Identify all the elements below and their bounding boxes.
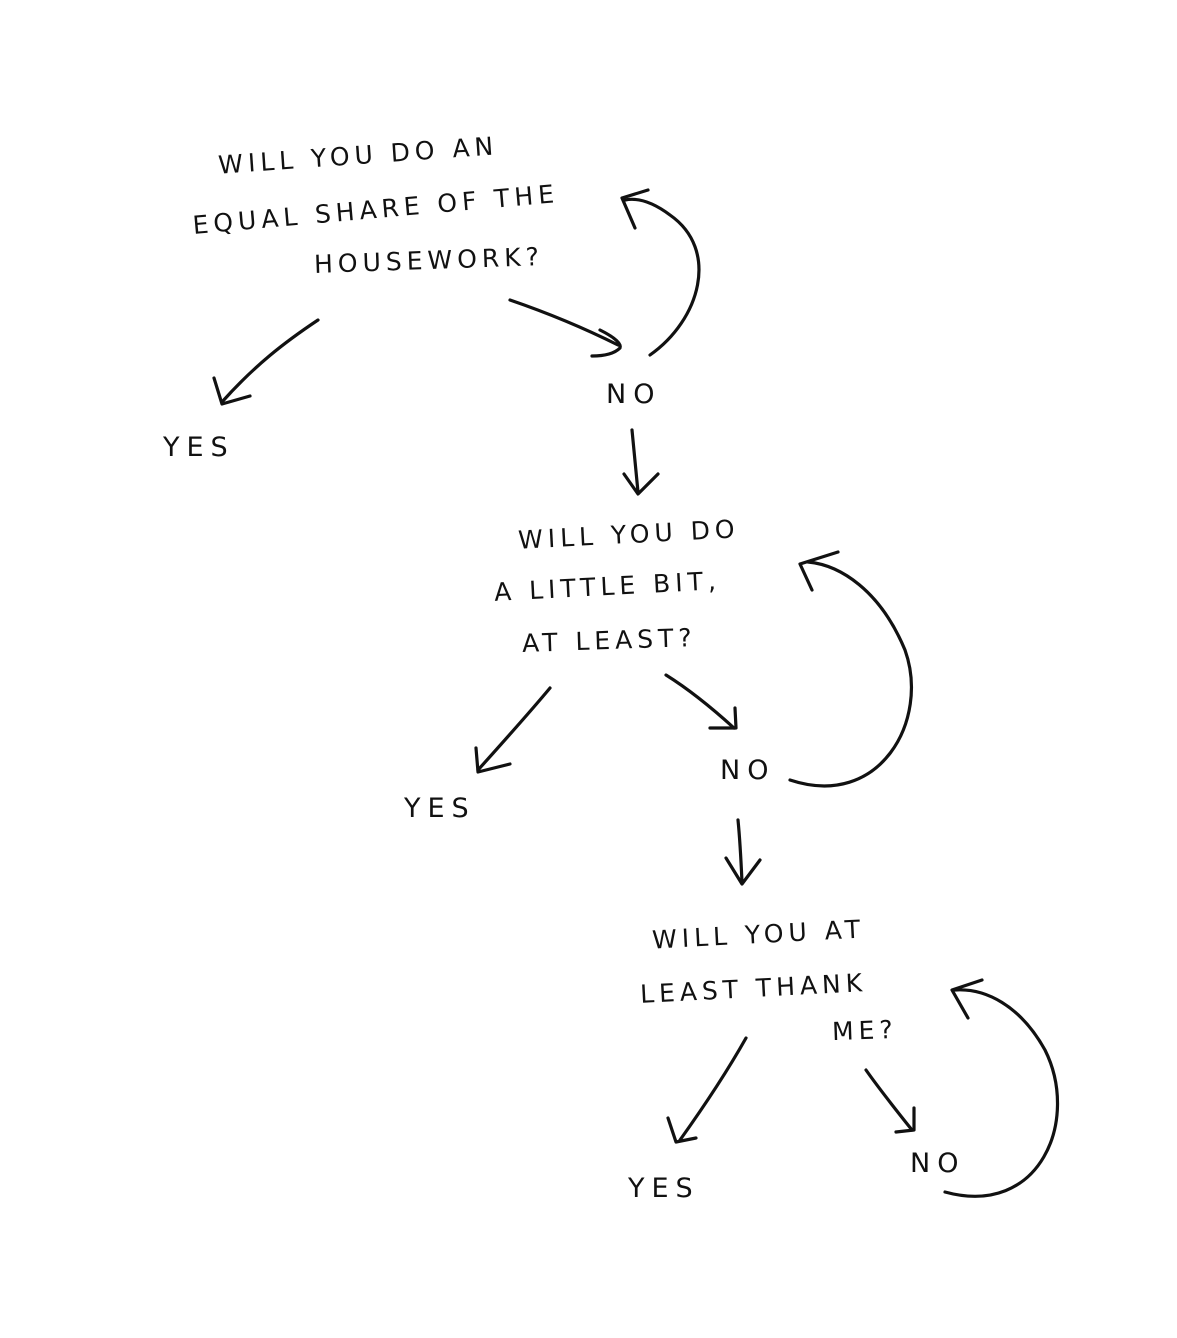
question-2-line-3: AT LEAST? [521, 622, 698, 659]
question-1-yes-label: YES [163, 432, 235, 463]
arrow-q3-to-yes [666, 1036, 748, 1144]
loop-arrow-q1 [620, 188, 701, 357]
arrow-q2-to-no [664, 673, 738, 730]
question-3-yes-label: YES [628, 1173, 700, 1204]
question-2-no-label: NO [720, 755, 776, 786]
question-1-line-3: HOUSEWORK? [313, 241, 545, 280]
arrow-q2-to-yes [474, 686, 552, 774]
question-2-yes-label: YES [404, 793, 476, 824]
loop-arrow-q3 [943, 978, 1060, 1198]
loop-arrow-q2 [788, 550, 914, 788]
arrow-q1-to-no [508, 298, 622, 358]
arrow-no-to-q3 [724, 818, 762, 886]
arrow-q3-to-no [864, 1068, 916, 1134]
arrow-no-to-q2 [622, 428, 660, 496]
arrow-q1-to-yes [212, 318, 320, 406]
question-1-no-label: NO [606, 379, 662, 410]
question-3-line-3: ME? [831, 1014, 899, 1047]
question-3-no-label: NO [910, 1148, 966, 1179]
